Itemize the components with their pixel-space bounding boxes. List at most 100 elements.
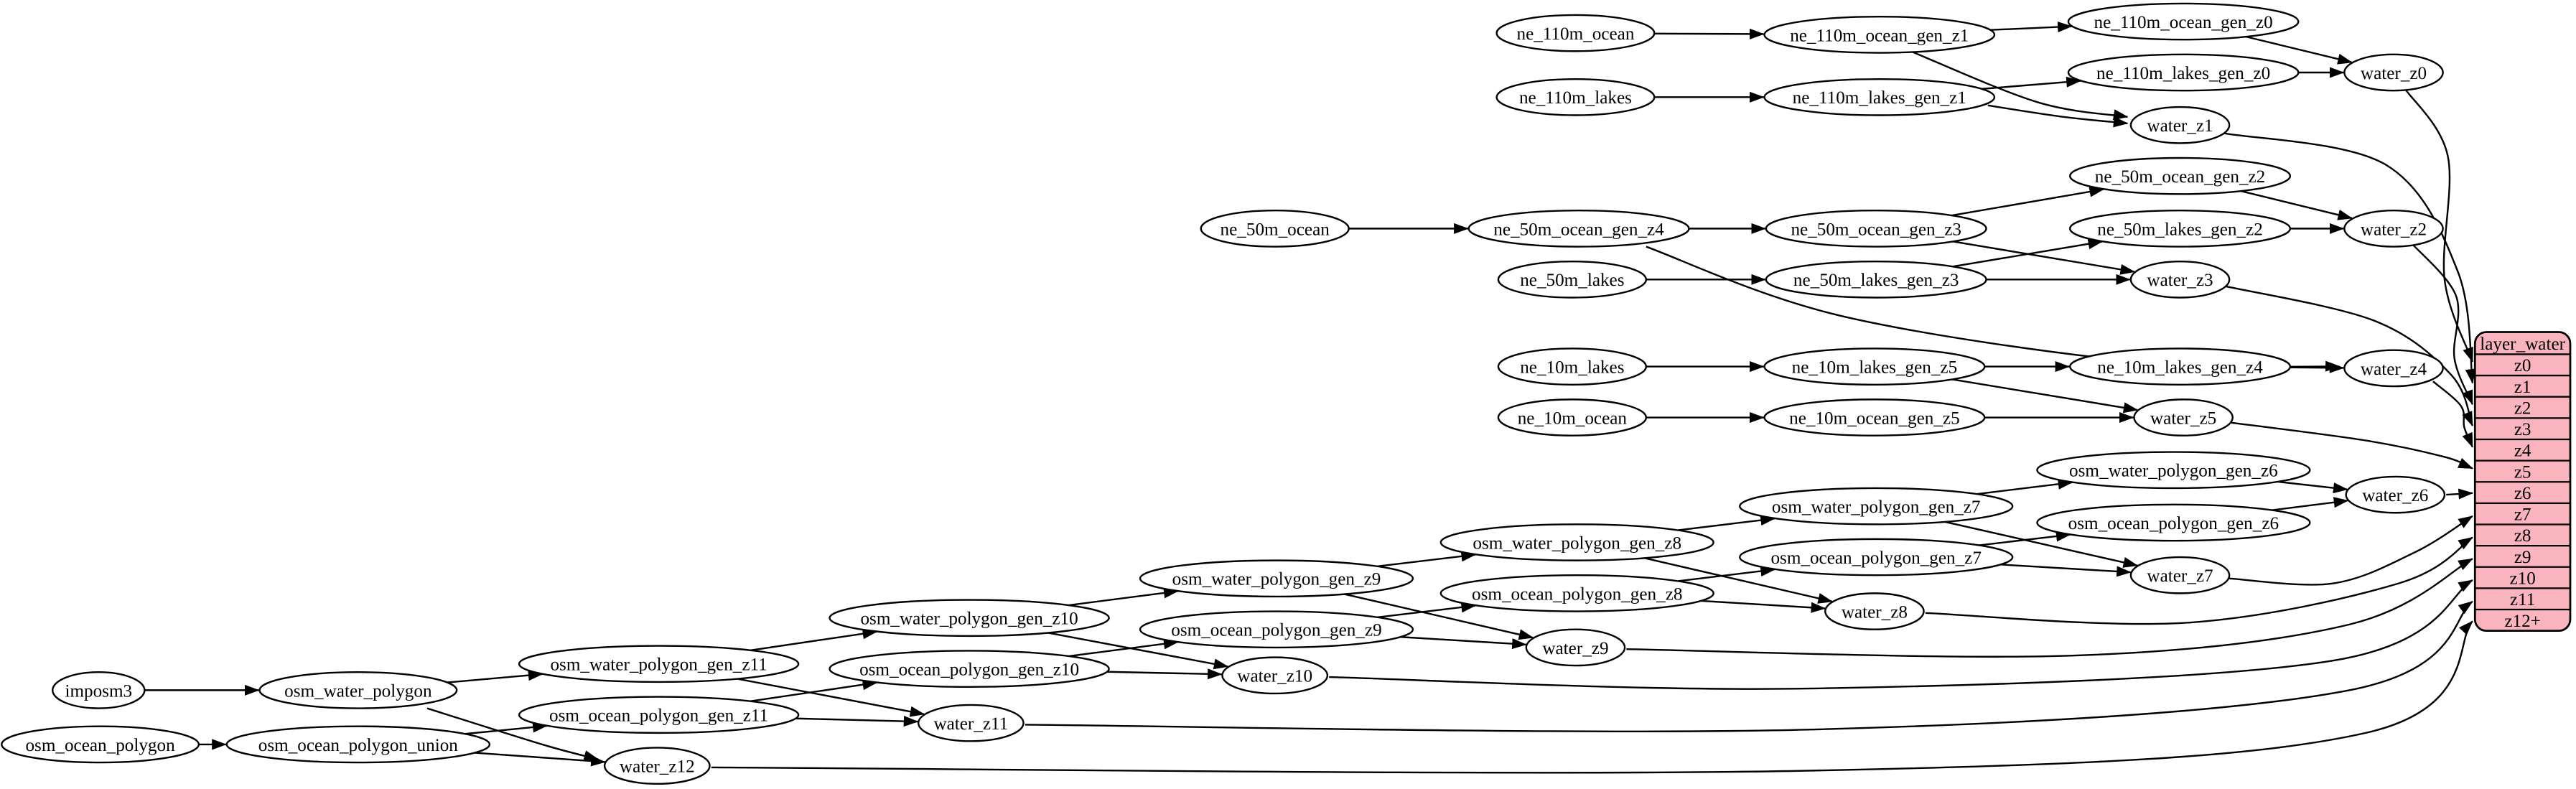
node-label-water_z3: water_z3 xyxy=(2147,271,2213,290)
node-water_z1: water_z1 xyxy=(2129,106,2231,144)
node-label-osm_ocean_polygon_gen_z7: osm_ocean_polygon_gen_z7 xyxy=(1770,548,1981,568)
node-water_z11: water_z11 xyxy=(917,704,1025,742)
node-label-osm_ocean_polygon_gen_z8: osm_ocean_polygon_gen_z8 xyxy=(1472,584,1682,604)
node-osm_water_polygon_gen_z9: osm_water_polygon_gen_z9 xyxy=(1139,559,1414,598)
node-water_z2: water_z2 xyxy=(2343,210,2444,248)
node-label-osm_ocean_polygon_gen_z6: osm_ocean_polygon_gen_z6 xyxy=(2068,514,2279,533)
node-label-imposm3: imposm3 xyxy=(65,681,132,701)
nodes-layer: ne_110m_ocean ne_110m_ocean_gen_z1 ne_110m… xyxy=(1,2,2446,785)
node-label-ne_50m_lakes_gen_z2: ne_50m_lakes_gen_z2 xyxy=(2097,220,2263,239)
node-label-ne_50m_lakes: ne_50m_lakes xyxy=(1520,271,1624,290)
layer-water-row-z1: z1 xyxy=(2514,378,2531,397)
edge-water_z8-to-layer_water.z8 xyxy=(1925,536,2473,625)
node-water_z10: water_z10 xyxy=(1221,656,1329,695)
node-ellipse-osm_water_polygon_gen_z6 xyxy=(2036,451,2311,490)
edge-osm_ocean_polygon_gen_z6-to-water_z6 xyxy=(2272,497,2349,511)
node-label-ne_50m_lakes_gen_z3: ne_50m_lakes_gen_z3 xyxy=(1793,271,1959,290)
node-label-ne_50m_ocean_gen_z2: ne_50m_ocean_gen_z2 xyxy=(2095,167,2265,187)
node-osm_ocean_polygon_gen_z8: osm_ocean_polygon_gen_z8 xyxy=(1439,574,1714,612)
node-ellipse-ne_110m_ocean_gen_z0 xyxy=(2067,2,2300,41)
node-ellipse-ne_10m_ocean_gen_z5 xyxy=(1763,398,1986,436)
edges-layer xyxy=(144,22,2476,774)
node-ellipse-osm_water_polygon_gen_z9 xyxy=(1139,559,1414,598)
edge-water_z11-to-layer_water.z11 xyxy=(1025,600,2473,732)
node-ellipse-osm_ocean_polygon_gen_z10 xyxy=(829,650,1110,688)
node-osm_ocean_polygon_gen_z7: osm_ocean_polygon_gen_z7 xyxy=(1739,538,2014,576)
edge-osm_water_polygon_gen_z10-to-water_z10 xyxy=(1048,632,1229,670)
edge-ne_50m_ocean_gen_z3-to-ne_50m_ocean_gen_z2 xyxy=(1951,186,2105,217)
node-ellipse-water_z1 xyxy=(2129,106,2231,144)
node-ellipse-water_z5 xyxy=(2133,398,2234,436)
node-water_z4: water_z4 xyxy=(2343,349,2444,388)
node-ellipse-water_z0 xyxy=(2343,53,2444,92)
node-ellipse-ne_50m_lakes_gen_z2 xyxy=(2069,210,2292,248)
node-ellipse-ne_50m_ocean_gen_z4 xyxy=(1467,210,1690,248)
edge-osm_water_polygon_gen_z7-to-water_z7 xyxy=(1944,520,2139,568)
layer-water-row-z12+: z12+ xyxy=(2504,612,2541,631)
layer-water-row-z0: z0 xyxy=(2514,356,2531,375)
node-ellipse-ne_110m_lakes xyxy=(1495,78,1656,116)
node-ne_110m_ocean: ne_110m_ocean xyxy=(1495,14,1656,52)
node-label-ne_50m_ocean_gen_z3: ne_50m_ocean_gen_z3 xyxy=(1791,220,1961,239)
node-label-water_z1: water_z1 xyxy=(2147,116,2213,136)
node-label-water_z5: water_z5 xyxy=(2150,408,2216,428)
node-osm_ocean_polygon_gen_z6: osm_ocean_polygon_gen_z6 xyxy=(2036,503,2311,542)
node-water_z12: water_z12 xyxy=(603,747,711,785)
node-ellipse-osm_water_polygon_gen_z10 xyxy=(829,599,1110,638)
node-label-osm_ocean_polygon_gen_z10: osm_ocean_polygon_gen_z10 xyxy=(859,660,1079,680)
node-osm_ocean_polygon_gen_z9: osm_ocean_polygon_gen_z9 xyxy=(1139,610,1414,649)
edge-water_z10-to-layer_water.z10 xyxy=(1329,579,2473,690)
node-ellipse-water_z11 xyxy=(917,704,1025,742)
node-label-osm_water_polygon_gen_z11: osm_water_polygon_gen_z11 xyxy=(550,655,767,675)
edge-water_z4-to-layer_water.z4 xyxy=(2432,381,2473,448)
node-ellipse-water_z9 xyxy=(1525,628,1626,667)
node-ellipse-ne_10m_lakes_gen_z4 xyxy=(2069,347,2292,386)
node-label-ne_110m_ocean: ne_110m_ocean xyxy=(1516,24,1634,44)
layer-water-row-z10: z10 xyxy=(2509,569,2535,589)
edge-osm_ocean_polygon_gen_z8-to-water_z8 xyxy=(1701,599,1826,613)
node-label-ne_10m_lakes: ne_10m_lakes xyxy=(1520,358,1624,378)
node-water_z8: water_z8 xyxy=(1824,592,1925,630)
node-water_z3: water_z3 xyxy=(2129,260,2231,299)
layer-water-table: layer_waterz0z1z2z3z4z5z6z7z8z9z10z11z12… xyxy=(2473,331,2572,632)
node-imposm3: imposm3 xyxy=(52,671,146,709)
layer-water-row-z11: z11 xyxy=(2510,590,2535,610)
layer-water-table-title: layer_water xyxy=(2480,335,2565,354)
node-label-osm_water_polygon_gen_z10: osm_water_polygon_gen_z10 xyxy=(860,610,1078,629)
node-osm_ocean_polygon_gen_z10: osm_ocean_polygon_gen_z10 xyxy=(829,650,1110,688)
node-label-osm_ocean_polygon: osm_ocean_polygon xyxy=(25,736,175,755)
node-ellipse-ne_50m_lakes xyxy=(1497,260,1648,299)
node-label-water_z0: water_z0 xyxy=(2361,64,2427,83)
node-ellipse-osm_ocean_polygon_gen_z7 xyxy=(1739,538,2014,576)
node-ellipse-water_z10 xyxy=(1221,656,1329,695)
node-label-ne_10m_lakes_gen_z4: ne_10m_lakes_gen_z4 xyxy=(2097,358,2263,378)
node-osm_water_polygon_gen_z7: osm_water_polygon_gen_z7 xyxy=(1739,487,2014,526)
node-label-water_z9: water_z9 xyxy=(1542,639,1608,658)
node-ne_110m_ocean_gen_z1: ne_110m_ocean_gen_z1 xyxy=(1763,15,1996,54)
node-ne_50m_ocean: ne_50m_ocean xyxy=(1200,210,1350,248)
node-ne_50m_lakes_gen_z2: ne_50m_lakes_gen_z2 xyxy=(2069,210,2292,248)
node-ellipse-osm_water_polygon_gen_z11 xyxy=(518,645,800,683)
node-ellipse-ne_110m_lakes_gen_z1 xyxy=(1763,78,1996,116)
node-osm_water_polygon_gen_z6: osm_water_polygon_gen_z6 xyxy=(2036,451,2311,490)
edge-osm_ocean_polygon_union-to-water_z12 xyxy=(475,752,606,767)
edge-osm_water_polygon_gen_z11-to-water_z11 xyxy=(737,678,925,717)
edge-ne_110m_ocean_gen_z1-to-water_z1 xyxy=(1910,50,2129,121)
node-label-ne_110m_ocean_gen_z1: ne_110m_ocean_gen_z1 xyxy=(1790,26,1969,45)
node-ne_110m_lakes_gen_z1: ne_110m_lakes_gen_z1 xyxy=(1763,78,1996,116)
node-label-water_z11: water_z11 xyxy=(933,714,1008,734)
edge-water_z6-to-layer_water.z6 xyxy=(2446,488,2473,500)
node-label-osm_water_polygon_gen_z8: osm_water_polygon_gen_z8 xyxy=(1473,533,1681,553)
node-label-ne_110m_lakes_gen_z1: ne_110m_lakes_gen_z1 xyxy=(1793,88,1966,108)
node-osm_water_polygon_gen_z8: osm_water_polygon_gen_z8 xyxy=(1439,523,1714,561)
edge-osm_ocean_polygon_gen_z10-to-water_z10 xyxy=(1107,668,1223,680)
node-osm_ocean_polygon_gen_z11: osm_ocean_polygon_gen_z11 xyxy=(518,696,800,734)
node-ellipse-ne_10m_ocean xyxy=(1497,398,1648,436)
node-osm_water_polygon: osm_water_polygon xyxy=(258,671,458,709)
node-osm_ocean_polygon_union: osm_ocean_polygon_union xyxy=(225,725,491,764)
node-water_z6: water_z6 xyxy=(2345,475,2446,514)
node-label-ne_110m_lakes: ne_110m_lakes xyxy=(1519,88,1632,108)
edge-osm_ocean_polygon_gen_z11-to-osm_ocean_polygon_gen_z10 xyxy=(750,679,878,702)
edge-water_z5-to-layer_water.z5 xyxy=(2229,421,2473,470)
edge-osm_ocean_polygon_gen_z9-to-osm_ocean_polygon_gen_z8 xyxy=(1377,602,1476,618)
